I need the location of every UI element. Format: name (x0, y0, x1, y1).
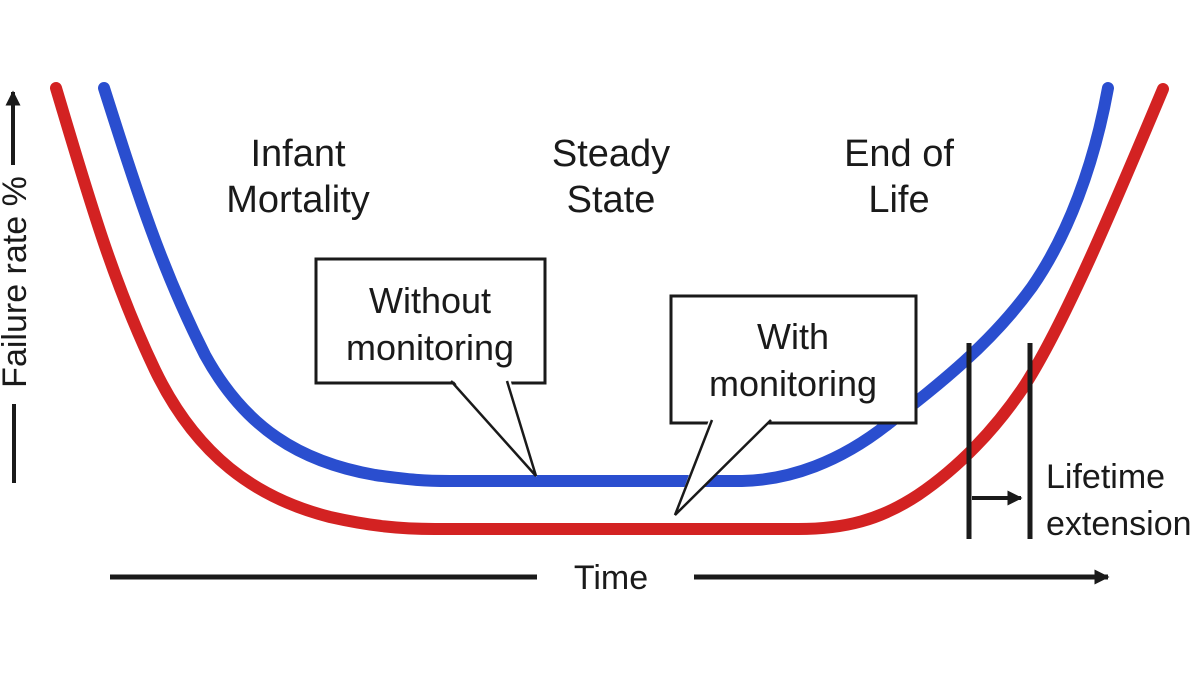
callout-without-monitoring: Without monitoring (314, 257, 547, 477)
callout-with-line1: With (757, 316, 829, 357)
phase-infant-mortality-line2: Mortality (226, 179, 370, 221)
phase-end-of-life-line1: End of (844, 133, 954, 175)
phase-infant-mortality-line1: Infant (250, 133, 346, 175)
phase-steady-state-line1: Steady (552, 133, 670, 175)
callout-without-line1: Without (369, 280, 491, 321)
callout-tail-outline (673, 419, 772, 516)
callout-box (314, 257, 547, 385)
time-axis: Time (110, 559, 1110, 597)
callout-box (669, 294, 918, 425)
callout-with-monitoring: With monitoring (669, 294, 918, 516)
lifetime-extension-label-line2: extension (1046, 505, 1192, 543)
time-axis-label: Time (574, 559, 648, 597)
y-axis: Failure rate % (0, 90, 34, 483)
phase-steady-state-line2: State (567, 179, 656, 221)
callout-tail-outline (450, 380, 538, 477)
callout-with-line2: monitoring (709, 363, 877, 404)
callout-without-line2: monitoring (346, 327, 514, 368)
lifetime-extension-annotation: Lifetime extension (966, 343, 1192, 543)
phase-labels: Infant Mortality Steady State End of Lif… (226, 133, 954, 221)
phase-end-of-life-line2: Life (868, 179, 929, 221)
lifetime-extension-label-line1: Lifetime (1046, 458, 1165, 496)
y-axis-label: Failure rate % (0, 176, 34, 388)
with-monitoring-curve (50, 82, 1169, 535)
without-monitoring-curve (98, 82, 1114, 487)
